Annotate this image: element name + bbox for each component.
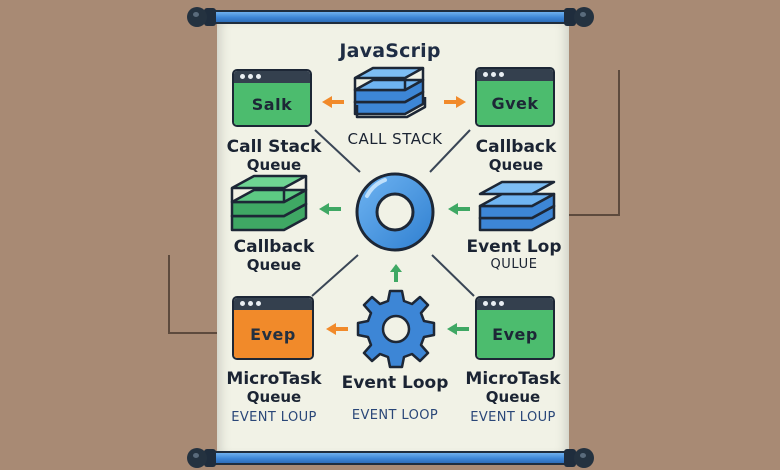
top-rod-cap-right: [564, 8, 576, 26]
label-top-left: Call Stack Queue: [218, 138, 330, 174]
window-titlebar: [477, 69, 553, 81]
poster-title: JavaScrip: [339, 40, 441, 62]
label-line-1: MicroTask: [226, 369, 322, 389]
top-rod-knob-right: [574, 7, 594, 27]
window-top-right: Gvek: [475, 67, 555, 127]
connector-line-top-right: [429, 129, 471, 173]
arrow-top-right: [444, 96, 466, 108]
label-line-1: Callback: [475, 137, 557, 157]
label-line-1: Call Stack: [226, 137, 322, 157]
caption-bottom-center: EVENT LOOP: [351, 408, 439, 423]
connector-line-bottom-left: [311, 254, 359, 297]
bottom-rod-knob-right: [574, 448, 594, 468]
window-bottom-right: Evep: [475, 296, 555, 360]
top-rod-cap-left: [204, 8, 216, 26]
wall-line-left-vertical: [168, 255, 170, 333]
window-titlebar: [234, 71, 310, 83]
call-stack-top-icon: [353, 66, 427, 119]
call-stack-caption: CALL STACK: [347, 130, 443, 148]
label-line-1: Event Loop: [341, 373, 449, 393]
window-top-left: Salk: [232, 69, 312, 127]
label-line-2: Queue: [485, 388, 541, 406]
wall-line-right-horizontal: [569, 214, 620, 216]
callback-queue-stack-icon: [230, 174, 308, 232]
caption-bottom-right: EVENT LOUP: [470, 410, 556, 425]
bottom-rod-cap-right: [564, 449, 576, 467]
arrow-mid-left: [319, 203, 341, 215]
window-bottom-left: Evep: [232, 296, 314, 360]
arrow-mid-right: [448, 203, 470, 215]
label-mid-right: Event Lop QULUE: [458, 238, 570, 274]
caption-bottom-left: EVENT LOUP: [231, 410, 317, 425]
label-line-2: Queue: [246, 156, 302, 174]
bottom-rod-knob-left: [187, 448, 207, 468]
window-titlebar: [234, 298, 312, 310]
label-line-2: QULUE: [490, 257, 538, 272]
event-loop-queue-stack-icon: [478, 180, 556, 232]
window-text: Gvek: [477, 81, 553, 125]
connector-line-bottom-right: [431, 254, 475, 297]
label-line-1: Callback: [233, 237, 315, 257]
label-line-2: Queue: [488, 156, 544, 174]
arrow-up-center: [390, 264, 402, 282]
label-line-1: MicroTask: [465, 369, 561, 389]
window-titlebar: [477, 298, 553, 310]
bottom-rod-cap-left: [204, 449, 216, 467]
label-top-right: Callback Queue: [460, 138, 572, 174]
label-bottom-center: Event Loop: [335, 374, 455, 392]
top-rod-knob-left: [187, 7, 207, 27]
label-line-2: Queue: [246, 388, 302, 406]
connector-line-top-left: [314, 129, 361, 173]
arrow-bottom-right: [447, 323, 469, 335]
window-text: Evep: [477, 310, 553, 358]
arrow-bottom-left: [326, 323, 348, 335]
wall-line-right-vertical: [618, 70, 620, 214]
window-text: Evep: [234, 310, 312, 358]
arrow-top-left: [322, 96, 344, 108]
gear-icon: [356, 289, 436, 369]
wall-line-left-horizontal: [168, 332, 218, 334]
label-line-1: Event Lop: [466, 237, 562, 257]
label-line-2: Queue: [246, 256, 302, 274]
label-mid-left: Callback Queue: [218, 238, 330, 274]
label-bottom-right: MicroTask Queue: [457, 370, 569, 406]
event-loop-ring-icon: [355, 172, 435, 252]
window-text: Salk: [234, 83, 310, 125]
label-bottom-left: MicroTask Queue: [218, 370, 330, 406]
